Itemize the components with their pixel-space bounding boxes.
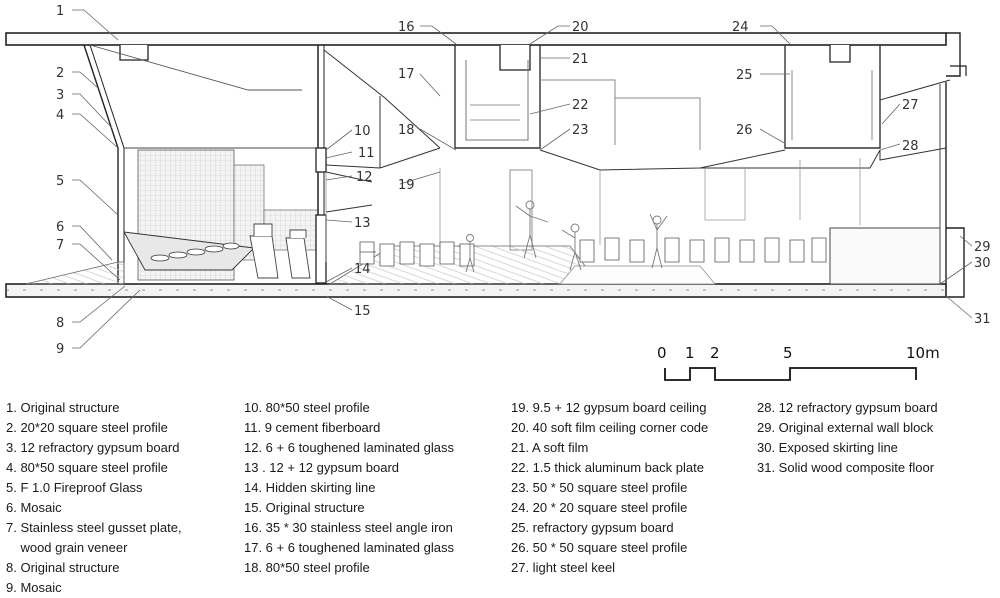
legend-item-7-cont: wood grain veneer bbox=[6, 540, 128, 555]
legend-item-5: 5. F 1.0 Fireproof Glass bbox=[6, 480, 143, 495]
scale-tick-2: 2 bbox=[710, 344, 720, 362]
callout-31: 31 bbox=[974, 312, 991, 327]
callout-17: 17 bbox=[398, 67, 415, 82]
callout-6: 6 bbox=[56, 220, 64, 235]
callout-22: 22 bbox=[572, 98, 589, 113]
callout-19: 19 bbox=[398, 178, 415, 193]
callout-29: 29 bbox=[974, 240, 991, 255]
legend-item-1: 1. Original structure bbox=[6, 400, 120, 415]
callout-7: 7 bbox=[56, 238, 64, 253]
legend-item-20: 20. 40 soft film ceiling corner code bbox=[511, 420, 709, 435]
legend-item-8: 8. Original structure bbox=[6, 560, 120, 575]
legend-item-2: 2. 20*20 square steel profile bbox=[6, 420, 168, 435]
section-drawing: 1 2 3 4 5 6 7 8 9 10 11 12 13 14 15 16 1… bbox=[5, 4, 991, 381]
legend-item-27: 27. light steel keel bbox=[511, 560, 616, 575]
legend-item-12: 12. 6 + 6 toughened laminated glass bbox=[244, 440, 454, 455]
legend-item-21: 21. A soft film bbox=[511, 440, 589, 455]
chairs bbox=[359, 237, 827, 267]
callout-12: 12 bbox=[356, 170, 373, 185]
people-figures bbox=[465, 200, 668, 273]
hall-walls bbox=[325, 82, 947, 284]
legend-item-6: 6. Mosaic bbox=[6, 500, 62, 515]
legend-item-16: 16. 35 * 30 stainless steel angle iron bbox=[244, 520, 453, 535]
legend-item-22: 22. 1.5 thick aluminum back plate bbox=[511, 460, 704, 475]
legend-item-15: 15. Original structure bbox=[244, 500, 365, 515]
callout-21: 21 bbox=[572, 52, 589, 67]
callout-30: 30 bbox=[974, 256, 991, 271]
callout-13: 13 bbox=[354, 216, 371, 231]
callout-5: 5 bbox=[56, 174, 64, 189]
callout-27: 27 bbox=[902, 98, 919, 113]
callout-23: 23 bbox=[572, 123, 589, 138]
washroom bbox=[123, 149, 319, 281]
legend-item-14: 14. Hidden skirting line bbox=[244, 480, 376, 495]
callout-20: 20 bbox=[572, 20, 589, 35]
legend-item-7: 7. Stainless steel gusset plate, bbox=[6, 520, 182, 535]
legend-item-11: 11. 9 cement fiberboard bbox=[244, 420, 381, 435]
legend-item-3: 3. 12 refractory gypsum board bbox=[6, 440, 180, 455]
callout-9: 9 bbox=[56, 342, 64, 357]
callout-4: 4 bbox=[56, 108, 64, 123]
legend-item-9: 9. Mosaic bbox=[6, 580, 62, 595]
callout-25: 25 bbox=[736, 68, 753, 83]
scale-tick-5: 5 bbox=[783, 344, 793, 362]
callout-11: 11 bbox=[358, 146, 375, 161]
legend-item-13: 13 . 12 + 12 gypsum board bbox=[244, 460, 400, 475]
scale-tick-1: 1 bbox=[685, 344, 695, 362]
leader-lines bbox=[72, 9, 973, 349]
scale-bar: 0 1 2 5 10m bbox=[657, 344, 940, 381]
callout-2: 2 bbox=[56, 66, 64, 81]
legend-item-23: 23. 50 * 50 square steel profile bbox=[511, 480, 688, 495]
legend-item-26: 26. 50 * 50 square steel profile bbox=[511, 540, 688, 555]
legend-item-10: 10. 80*50 steel profile bbox=[244, 400, 370, 415]
legend-item-24: 24. 20 * 20 square steel profile bbox=[511, 500, 688, 515]
roof-slab bbox=[5, 32, 967, 77]
legend-column-4: 28. 12 refractory gypsum board 29. Origi… bbox=[757, 398, 938, 478]
legend-item-19: 19. 9.5 + 12 gypsum board ceiling bbox=[511, 400, 707, 415]
callout-1: 1 bbox=[56, 4, 64, 19]
legend-item-30: 30. Exposed skirting line bbox=[757, 440, 898, 455]
callout-8: 8 bbox=[56, 316, 64, 331]
legend-item-4: 4. 80*50 square steel profile bbox=[6, 460, 168, 475]
roof-beams bbox=[119, 45, 851, 71]
legend-column-2: 10. 80*50 steel profile 11. 9 cement fib… bbox=[244, 398, 454, 578]
scale-tick-10m: 10m bbox=[906, 344, 940, 362]
callout-10: 10 bbox=[354, 124, 371, 139]
legend-item-18: 18. 80*50 steel profile bbox=[244, 560, 370, 575]
callout-24: 24 bbox=[732, 20, 749, 35]
legend-column-3: 19. 9.5 + 12 gypsum board ceiling 20. 40… bbox=[511, 398, 708, 578]
callout-28: 28 bbox=[902, 139, 919, 154]
callout-14: 14 bbox=[354, 262, 371, 277]
legend-column-1: 1. Original structure 2. 20*20 square st… bbox=[6, 398, 182, 598]
callout-18: 18 bbox=[398, 123, 415, 138]
legend-item-31: 31. Solid wood composite floor bbox=[757, 460, 935, 475]
callout-26: 26 bbox=[736, 123, 753, 138]
legend-item-17: 17. 6 + 6 toughened laminated glass bbox=[244, 540, 454, 555]
callout-16: 16 bbox=[398, 20, 415, 35]
legend-item-29: 29. Original external wall block bbox=[757, 420, 934, 435]
callout-3: 3 bbox=[56, 88, 64, 103]
legend-item-25: 25. refractory gypsum board bbox=[511, 520, 674, 535]
legend-item-28: 28. 12 refractory gypsum board bbox=[757, 400, 938, 415]
callout-numbers: 1 2 3 4 5 6 7 8 9 10 11 12 13 14 15 16 1… bbox=[56, 4, 991, 357]
scale-tick-0: 0 bbox=[657, 344, 667, 362]
hall-ceiling bbox=[323, 45, 951, 171]
partition bbox=[315, 45, 373, 284]
callout-15: 15 bbox=[354, 304, 371, 319]
